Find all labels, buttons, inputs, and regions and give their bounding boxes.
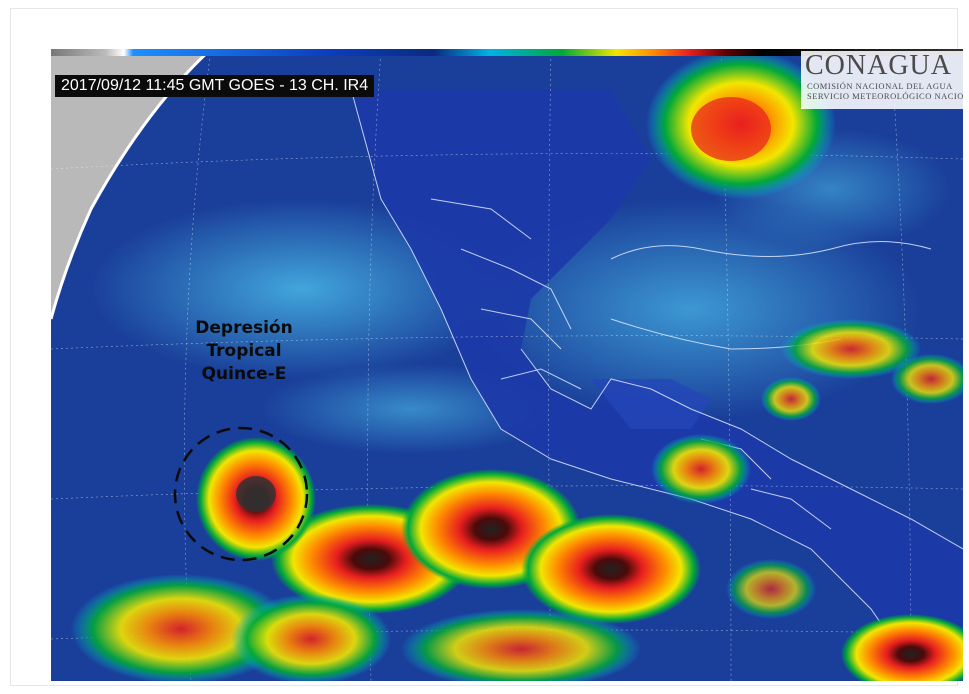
annotation-line-1: Depresión — [195, 318, 293, 338]
logo-subtitle-1: COMISIÓN NACIONAL DEL AGUA — [807, 81, 953, 91]
annotation-line-3: Quince-E — [201, 364, 287, 384]
satellite-image: 2017/09/12 11:45 GMT GOES - 13 CH. IR4 C… — [51, 49, 963, 681]
logo-subtitle-2: SERVICIO METEOROLÓGICO NACIONAL — [807, 91, 963, 101]
storm-annotation: Depresión Tropical Quince-E — [173, 317, 315, 386]
temperature-colorbar — [51, 49, 963, 56]
infrared-satellite-map — [51, 49, 963, 681]
logo-wordmark: CONAGUA — [805, 51, 952, 81]
annotation-line-2: Tropical — [206, 341, 282, 361]
image-timestamp: 2017/09/12 11:45 GMT GOES - 13 CH. IR4 — [55, 75, 375, 97]
content-card: 2017/09/12 11:45 GMT GOES - 13 CH. IR4 C… — [10, 8, 963, 686]
conagua-logo: CONAGUA COMISIÓN NACIONAL DEL AGUA SERVI… — [801, 51, 963, 109]
